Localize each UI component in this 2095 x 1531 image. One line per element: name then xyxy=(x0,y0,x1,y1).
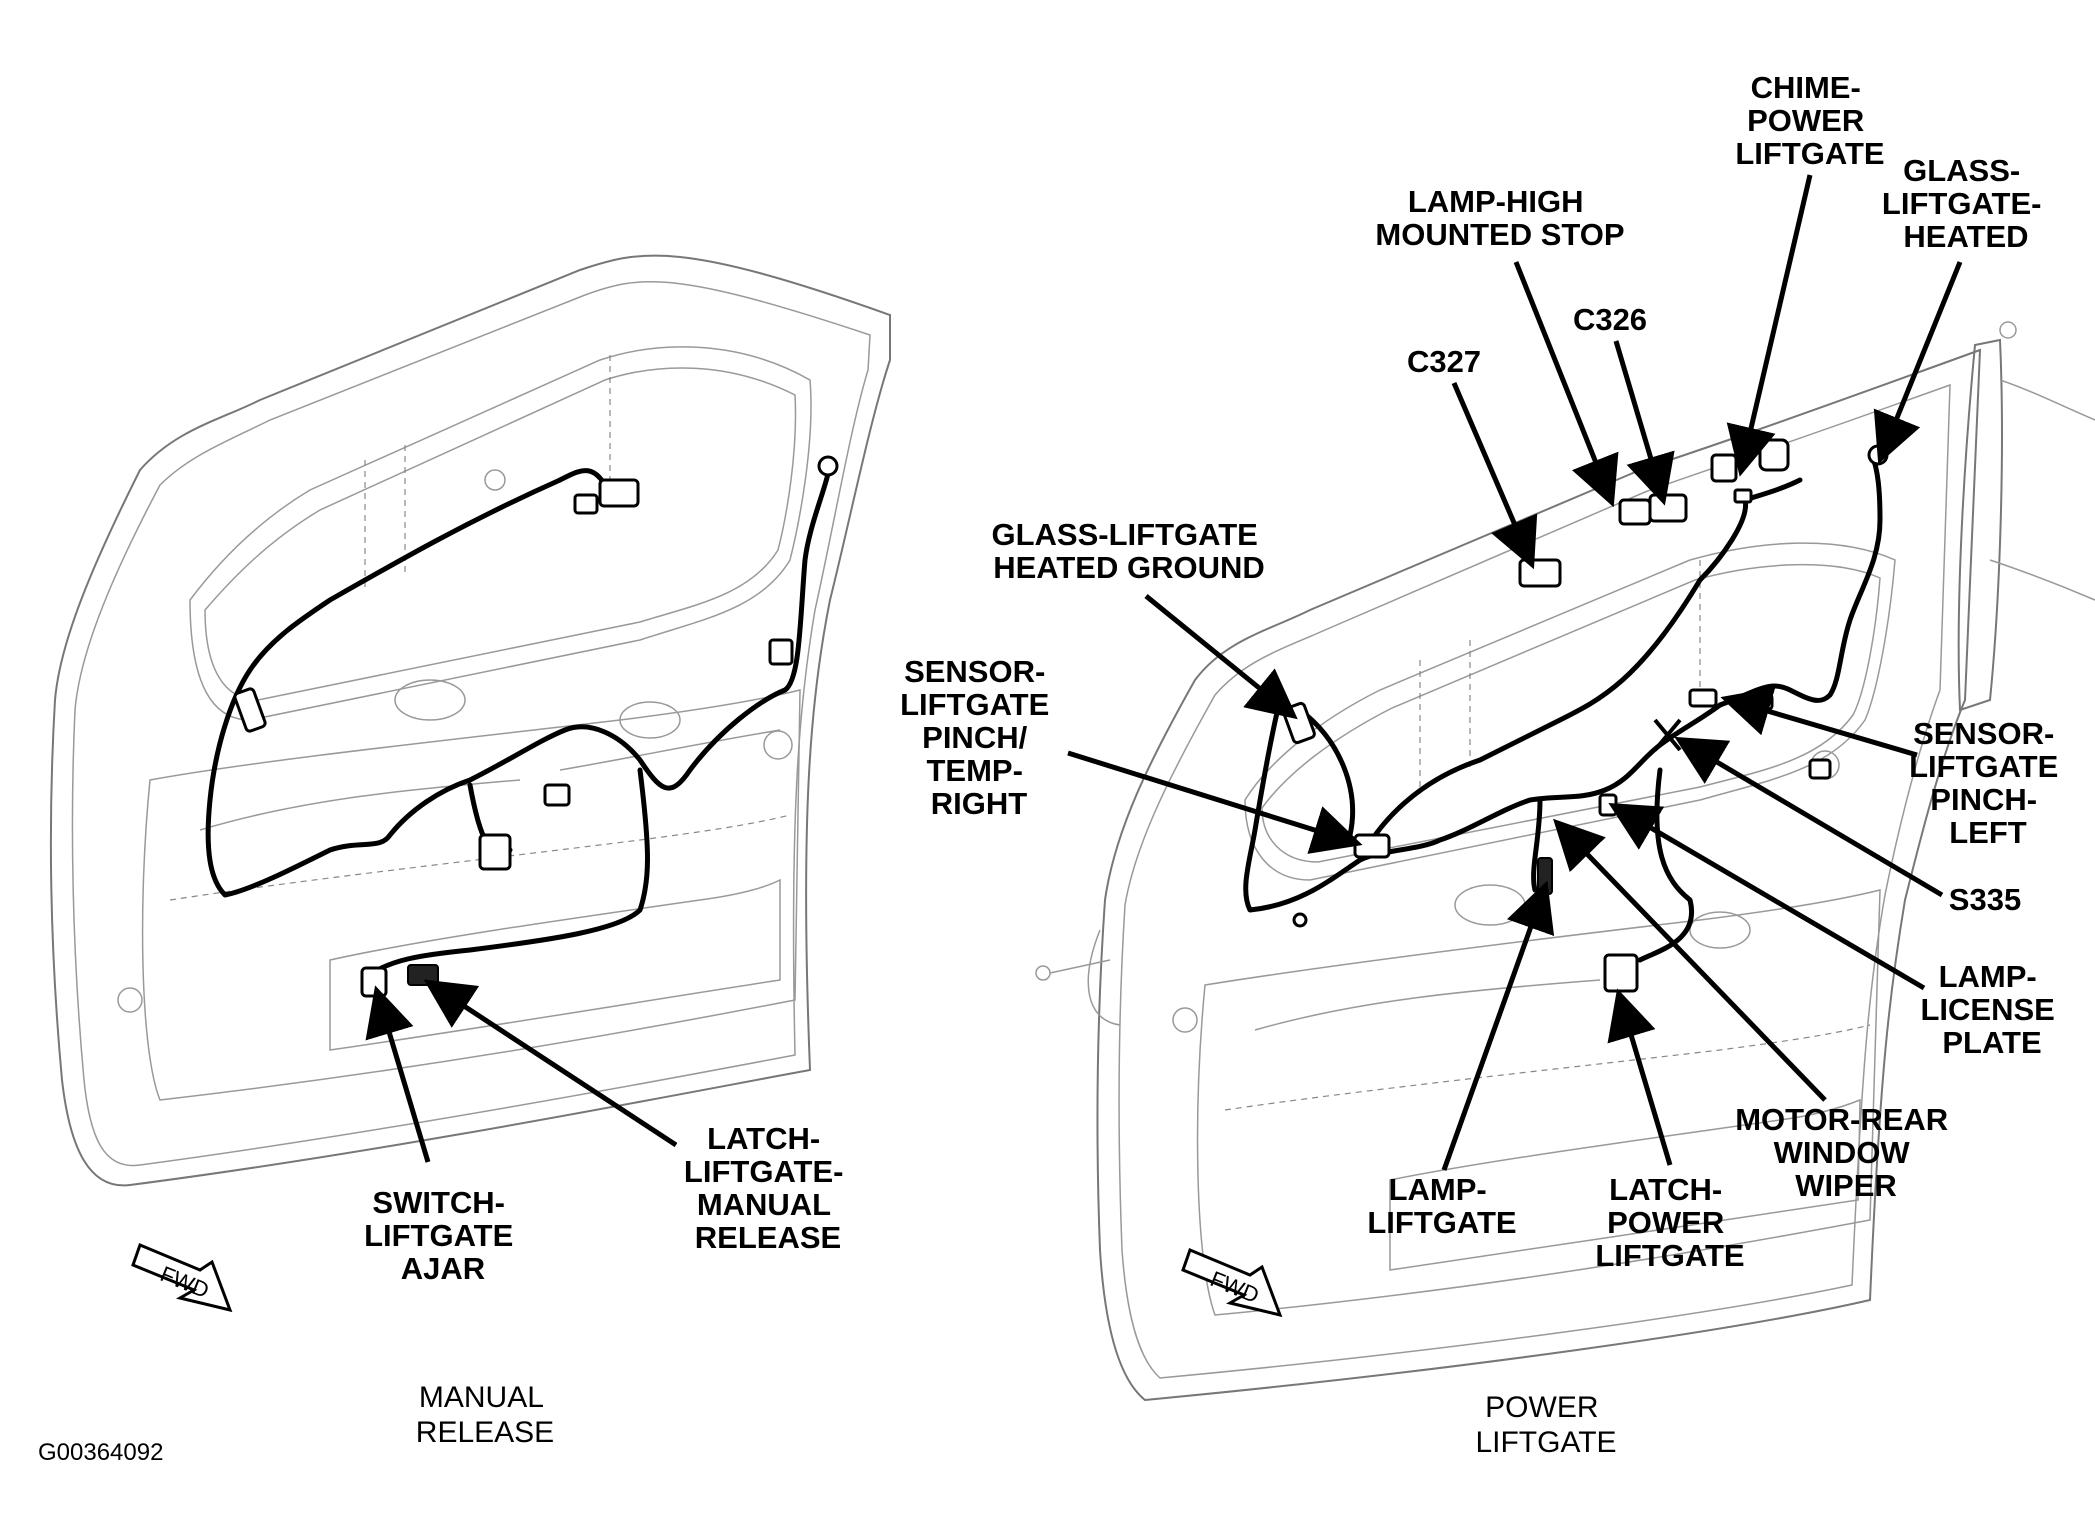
callout-latch-liftgate-manual-release: LATCH- LIFTGATE- MANUAL RELEASE xyxy=(684,1121,852,1255)
callout-switch-liftgate-ajar: SWITCH- LIFTGATE AJAR xyxy=(364,1185,522,1286)
fwd-arrow-icon: FWD xyxy=(131,1243,233,1313)
leader-latch-manual-release xyxy=(423,979,678,1148)
leader-sensor-pinch-left xyxy=(1720,687,1918,758)
leader-sensor-pinch-right xyxy=(1067,750,1363,854)
callout-lamp-liftgate: LAMP- LIFTGATE xyxy=(1367,1172,1516,1240)
leader-lamp-license-plate xyxy=(1608,802,1926,991)
leader-s335 xyxy=(1674,736,1944,898)
callout-sensor-liftgate-pinch-left: SENSOR- LIFTGATE PINCH- LEFT xyxy=(1909,716,2067,850)
callout-s335: S335 xyxy=(1949,882,2021,917)
callout-motor-rear-window-wiper: MOTOR-REAR WINDOW WIPER xyxy=(1735,1102,1957,1203)
leader-lamp-liftgate xyxy=(1441,880,1555,1171)
callout-c326: C326 xyxy=(1573,302,1647,337)
leader-switch-liftgate-ajar xyxy=(365,985,431,1163)
callout-glass-liftgate-heated-ground: GLASS-LIFTGATE HEATED GROUND xyxy=(992,517,1267,585)
leader-latch-power-liftgate xyxy=(1607,988,1673,1166)
leader-glass-liftgate-heated xyxy=(1873,261,1963,465)
callout-lamp-high-mounted-stop: LAMP-HIGH MOUNTED STOP xyxy=(1375,184,1624,252)
callout-latch-power-liftgate: LATCH- POWER LIFTGATE xyxy=(1595,1172,1744,1273)
callout-sensor-liftgate-pinch-temp-right: SENSOR- LIFTGATE PINCH/ TEMP- RIGHT xyxy=(900,654,1058,821)
leader-glass-liftgate-heated-ground xyxy=(1144,594,1298,720)
callout-lamp-license-plate: LAMP- LICENSE PLATE xyxy=(1921,959,2064,1060)
caption-manual-release: MANUAL RELEASE xyxy=(416,1381,554,1449)
callout-glass-liftgate-heated: GLASS- LIFTGATE- HEATED xyxy=(1882,153,2050,254)
fwd-arrow-icon: FWD xyxy=(1181,1248,1283,1318)
panel-captions: MANUAL RELEASE POWER LIFTGATE xyxy=(416,1381,1617,1459)
callout-chime-power-liftgate: CHIME- POWER LIFTGATE xyxy=(1735,70,1884,171)
leader-c326 xyxy=(1613,340,1675,506)
callout-labels: SWITCH- LIFTGATE AJAR LATCH- LIFTGATE- M… xyxy=(364,70,2067,1286)
leader-chime-power-liftgate xyxy=(1726,174,1813,477)
leader-c327 xyxy=(1451,382,1538,570)
figure-id: G00364092 xyxy=(38,1439,163,1466)
manual-release-liftgate-drawing xyxy=(49,254,891,1187)
caption-power-liftgate: POWER LIFTGATE xyxy=(1475,1391,1616,1459)
leader-motor-rear-window-wiper xyxy=(1553,818,1827,1102)
callout-c327: C327 xyxy=(1407,344,1481,379)
power-liftgate-drawing xyxy=(1035,321,2095,1402)
leader-lines xyxy=(365,174,1963,1171)
leader-lamp-high-mounted-stop xyxy=(1513,261,1619,508)
